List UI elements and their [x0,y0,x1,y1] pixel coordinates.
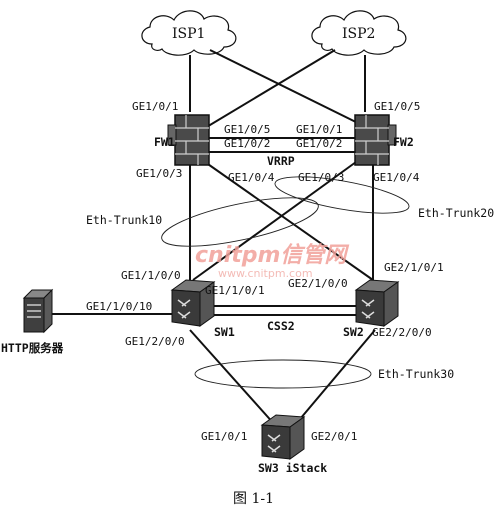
switch-sw1 [170,279,216,327]
eth-trunk10-label: Eth-Trunk10 [86,213,162,227]
fw2-label: FW2 [393,135,414,149]
watermark-logo: cnitpm信管网 [195,242,349,268]
port-label: GE1/1/0/1 [205,284,265,297]
port-label: GE1/0/5 [224,123,270,136]
port-label: GE2/2/0/0 [372,326,432,339]
link-sw2-sw3 [294,329,376,426]
link-fw1-sw2 [204,161,374,281]
link-fw2-sw1 [192,161,357,281]
port-label: GE2/0/1 [311,430,357,443]
link-sw1-sw3 [189,329,276,426]
eth-trunk20-label: Eth-Trunk20 [418,206,494,220]
link-isp2-fw1 [204,49,336,129]
firewall-fw2 [354,114,397,166]
isp1-cloud [141,10,237,56]
http-server-icon [22,288,54,334]
css2-label: CSS2 [267,319,295,333]
port-label: GE1/1/0/0 [121,269,181,282]
fw1-label: FW1 [154,135,175,149]
port-label: GE1/0/1 [132,100,178,113]
firewall-fw1 [167,114,210,166]
sw2-label: SW2 [343,325,364,339]
isp2-label: ISP2 [342,26,375,42]
port-label: GE1/0/4 [373,171,420,184]
isp2-cloud [311,10,407,56]
figure-caption: 图 1-1 [233,491,274,507]
port-label: GE1/0/1 [201,430,247,443]
switch-sw2 [354,279,400,327]
port-label: GE1/0/4 [228,171,275,184]
port-labels: GE1/0/1 GE1/0/5 GE1/0/2 GE1/0/3 GE1/0/4 … [86,100,444,443]
eth-trunk20-oval [274,176,410,214]
port-label: GE1/0/3 [136,167,182,180]
eth-trunk10-oval [161,197,319,247]
sw3-label: SW3 iStack [258,461,327,475]
port-label: GE1/0/5 [374,100,420,113]
switch-sw3 [260,414,306,460]
eth-trunk30-label: Eth-Trunk30 [378,367,454,381]
port-label: GE1/1/0/10 [86,300,152,313]
eth-trunk30-oval [194,359,372,389]
links [48,49,376,426]
sw1-label: SW1 [214,325,235,339]
port-label: GE1/0/3 [298,171,344,184]
http-server-label: HTTP服务器 [1,341,64,355]
link-isp1-fw2 [209,49,369,129]
watermark-url: www.cnitpm.com [218,267,313,280]
port-label: GE1/0/2 [296,137,342,150]
vrrp-label: VRRP [267,154,295,168]
port-label: GE1/0/1 [296,123,342,136]
port-label: GE1/2/0/0 [125,335,185,348]
isp1-label: ISP1 [172,26,205,42]
port-label: GE2/1/0/1 [384,261,444,274]
port-label: GE2/1/0/0 [288,277,348,290]
port-label: GE1/0/2 [224,137,270,150]
